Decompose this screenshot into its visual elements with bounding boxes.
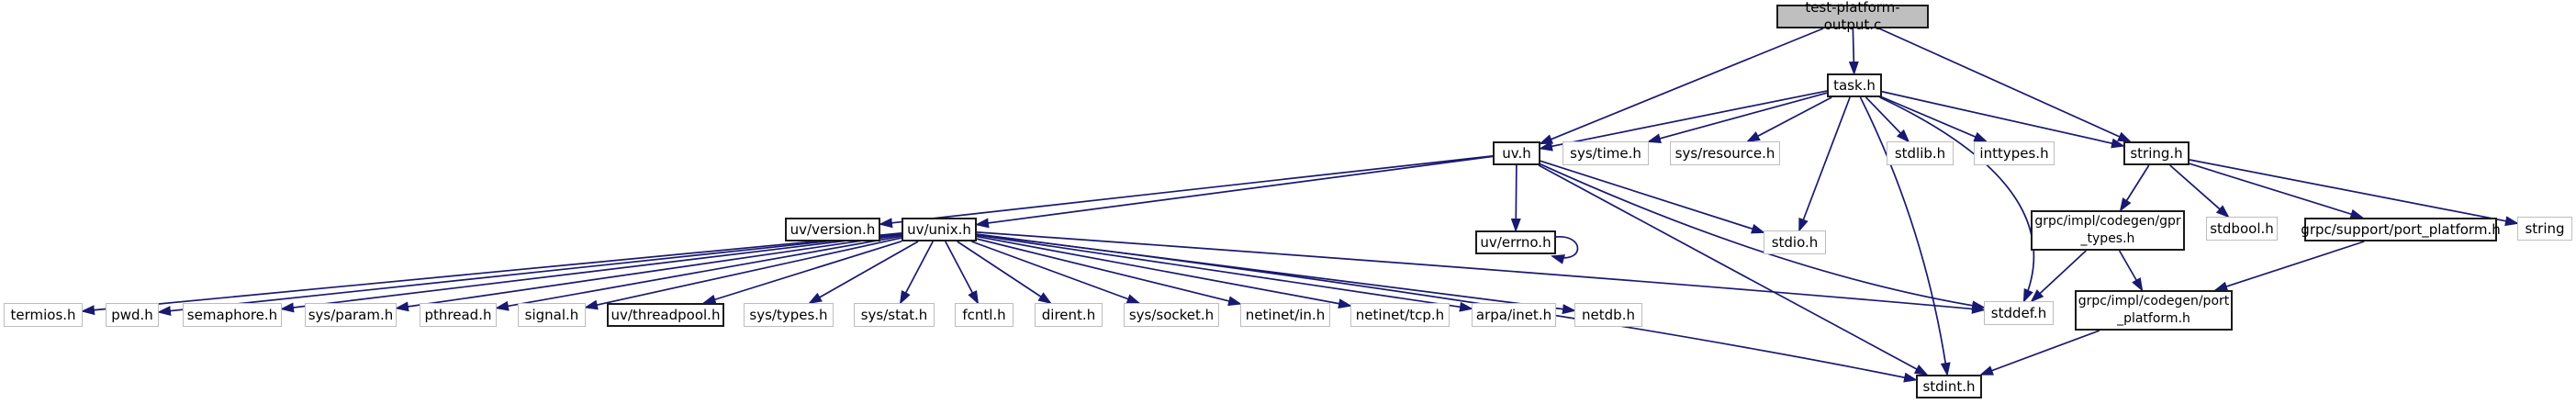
node-supportpp[interactable]: grpc/support/port_platform.h — [2301, 218, 2501, 241]
edge-uv-uvversion — [879, 155, 1494, 229]
edge-stringh-stdbool — [2169, 164, 2230, 219]
edge-uvunix-dirent — [957, 241, 1052, 305]
edge-uvunix-netinettcp — [976, 235, 1352, 309]
edge-stringh-supportpp — [2189, 163, 2365, 219]
node-tpo: test-platform-output.c — [1776, 0, 1929, 33]
edge-stringh-gprtypes — [2119, 164, 2150, 212]
edge-uvunix-arpainet — [976, 234, 1473, 312]
edge-uvunix-sysparam — [395, 234, 902, 312]
node-stdio: stdio.h — [1764, 230, 1826, 254]
edge-uvunix-netinetin — [976, 238, 1242, 307]
edge-gprtypes-implpp — [2118, 250, 2144, 292]
edge-uvunix-fcntl — [945, 241, 980, 305]
node-systypes: sys/types.h — [744, 303, 834, 327]
edge-supportpp-implpp — [2213, 241, 2365, 292]
node-stdlib: stdlib.h — [1887, 141, 1954, 165]
node-arpainet: arpa/inet.h — [1472, 303, 1556, 327]
edge-uverrno-uverrno — [1551, 236, 1579, 264]
edge-uvunix-syssocket — [971, 241, 1141, 304]
edge-uvunix-pwd — [157, 232, 902, 317]
node-uvunix[interactable]: uv/unix.h — [902, 218, 977, 241]
edge-task-stddef — [1879, 96, 2035, 303]
edge-uvunix-signal — [584, 237, 902, 310]
edge-uvunix-pthread — [495, 235, 902, 311]
node-netinettcp: netinet/tcp.h — [1350, 303, 1450, 327]
edge-tpo-uv — [1539, 28, 1824, 145]
edge-uvunix-sysstat — [899, 241, 934, 305]
node-sysresource: sys/resource.h — [1670, 141, 1780, 165]
edge-task-stdio — [1798, 96, 1851, 232]
node-termios: termios.h — [4, 303, 83, 327]
edge-uvunix-systypes — [808, 241, 919, 304]
edge-task-inttypes — [1881, 95, 1988, 142]
edge-uvunix-threadpool — [701, 240, 902, 305]
node-systime: sys/time.h — [1562, 141, 1649, 165]
node-sysstat: sys/stat.h — [854, 303, 935, 327]
edge-stringh-stringlc — [2189, 159, 2519, 227]
edge-uvunix-stddef — [976, 231, 1986, 314]
node-stdint[interactable]: stdint.h — [1916, 375, 1982, 398]
node-threadpool[interactable]: uv/threadpool.h — [607, 303, 724, 327]
node-task[interactable]: task.h — [1827, 73, 1882, 97]
node-uverrno[interactable]: uv/errno.h — [1475, 230, 1556, 254]
edge-task-stringh — [1881, 90, 2125, 149]
edge-uv-stddef — [1540, 163, 1986, 311]
node-sysparam: sys/param.h — [305, 303, 397, 327]
node-signal: signal.h — [518, 303, 586, 327]
node-syssocket: sys/socket.h — [1124, 303, 1219, 327]
node-semaphore: semaphore.h — [183, 303, 282, 327]
edge-task-systime — [1647, 92, 1828, 144]
edge-implpp-stdint — [1979, 330, 2100, 376]
edge-uvunix-semaphore — [280, 233, 902, 313]
node-dirent: dirent.h — [1035, 303, 1103, 327]
node-fcntl: fcntl.h — [955, 303, 1014, 327]
node-pthread: pthread.h — [420, 303, 497, 327]
edge-uv-uvunix — [975, 155, 1494, 229]
edge-task-stdlib — [1865, 96, 1910, 143]
node-netinetin: netinet/in.h — [1240, 303, 1330, 327]
edge-task-sysresource — [1745, 96, 1832, 142]
node-inttypes: inttypes.h — [1974, 141, 2055, 165]
node-stddef: stddef.h — [1984, 301, 2054, 325]
node-stdbool: stdbool.h — [2206, 217, 2278, 241]
edge-uv-uverrno — [1510, 164, 1521, 232]
node-netdb: netdb.h — [1574, 303, 1642, 327]
node-implpp[interactable]: grpc/impl/codegen/port _platform.h — [2075, 290, 2233, 331]
edge-tpo-task — [1848, 28, 1859, 75]
edge-uv-stdio — [1540, 160, 1765, 234]
node-uv[interactable]: uv.h — [1493, 141, 1540, 165]
edge-gprtypes-stddef — [2030, 250, 2087, 303]
node-pwd: pwd.h — [106, 303, 159, 327]
node-stringlc: string — [2517, 217, 2572, 241]
node-stringh[interactable]: string.h — [2123, 141, 2190, 165]
edge-uvunix-termios — [81, 232, 902, 316]
node-uvversion[interactable]: uv/version.h — [785, 218, 880, 241]
edge-uv-stdint — [1538, 164, 1929, 376]
edge-task-stdint — [1859, 96, 1951, 376]
edge-task-uv — [1539, 90, 1828, 152]
edge-tpo-stringh — [1878, 28, 2132, 142]
node-gprtypes[interactable]: grpc/impl/codegen/gpr _types.h — [2031, 210, 2185, 251]
